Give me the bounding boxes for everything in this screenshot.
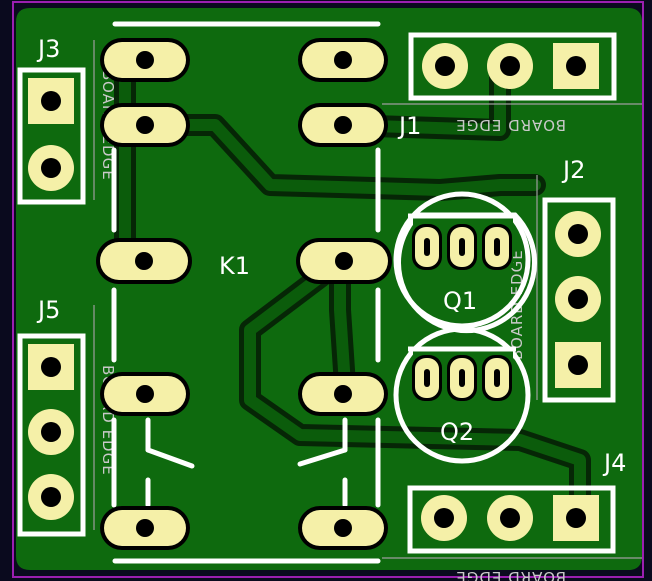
ref-q1: Q1 bbox=[443, 287, 477, 315]
k1-pad-7 bbox=[298, 103, 388, 147]
k1-pad-4 bbox=[100, 372, 190, 416]
j5-header bbox=[17, 333, 86, 537]
j4-header bbox=[407, 485, 616, 554]
ref-j1: J1 bbox=[397, 112, 421, 140]
ref-j2: J2 bbox=[561, 156, 585, 184]
k1-silkscreen bbox=[111, 21, 381, 564]
k1-pad-1 bbox=[100, 38, 190, 82]
k1-pad-5 bbox=[100, 506, 190, 550]
board-edge-guides bbox=[93, 40, 642, 559]
k1-pad-10 bbox=[298, 506, 388, 550]
ref-k1: K1 bbox=[219, 252, 250, 280]
j2-header bbox=[542, 197, 616, 403]
k1-pads bbox=[96, 38, 392, 550]
k1-pad-2 bbox=[100, 103, 190, 147]
k1-pad-6 bbox=[298, 38, 388, 82]
q1-transistor bbox=[393, 191, 537, 334]
board-edge-label-bottom: BOARD EDGE bbox=[455, 568, 566, 581]
ref-j4: J4 bbox=[602, 449, 626, 477]
ref-q2: Q2 bbox=[440, 418, 474, 446]
j3-header bbox=[17, 67, 86, 205]
board-edge-label-top: BOARD EDGE bbox=[455, 116, 566, 134]
j1-header bbox=[408, 32, 617, 101]
ref-j3: J3 bbox=[36, 35, 60, 63]
q2-transistor bbox=[393, 326, 531, 464]
k1-pad-8 bbox=[296, 238, 392, 284]
k1-pad-3 bbox=[96, 238, 192, 284]
ref-j5: J5 bbox=[36, 296, 60, 324]
k1-pad-9 bbox=[298, 372, 388, 416]
